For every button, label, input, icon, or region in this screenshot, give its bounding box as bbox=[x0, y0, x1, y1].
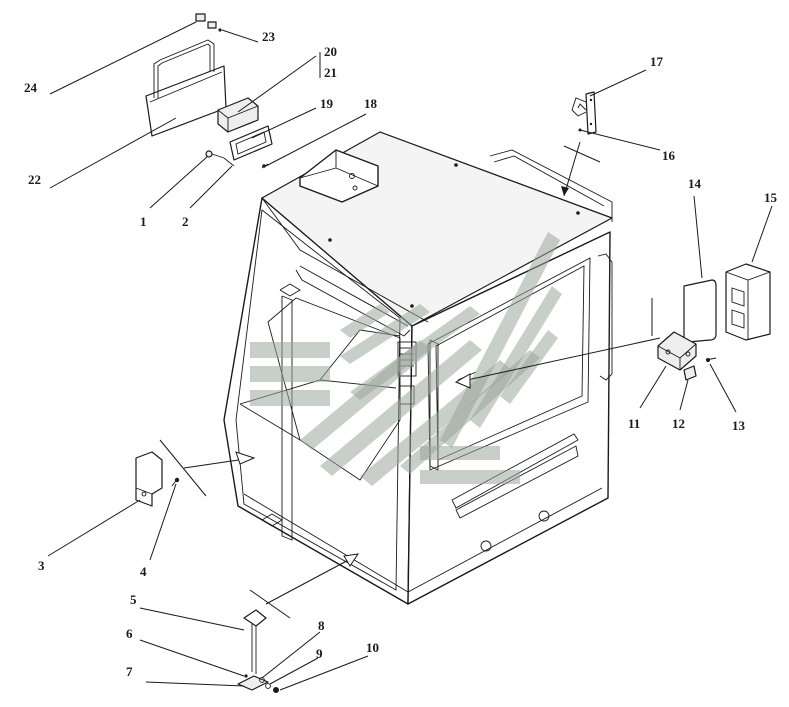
part-11-block bbox=[657, 331, 697, 371]
callout-20: 20 bbox=[324, 44, 337, 59]
callout-17: 17 bbox=[650, 54, 664, 69]
callout-10: 10 bbox=[366, 640, 379, 655]
callout-24: 24 bbox=[24, 80, 38, 95]
part-1-connector bbox=[205, 150, 235, 167]
callout-2: 2 bbox=[182, 214, 189, 229]
leader-lines bbox=[47, 21, 773, 691]
part-7-foot-plate bbox=[237, 674, 269, 691]
callout-9: 9 bbox=[316, 646, 323, 661]
callout-21: 21 bbox=[324, 65, 337, 80]
part-3-bracket bbox=[135, 451, 163, 507]
callout-18: 18 bbox=[364, 96, 378, 111]
callout-16: 16 bbox=[662, 148, 676, 163]
callout-8: 8 bbox=[318, 618, 325, 633]
callout-19: 19 bbox=[320, 96, 334, 111]
callout-5: 5 bbox=[130, 592, 137, 607]
part-24-visor-rod bbox=[153, 39, 215, 98]
callout-23: 23 bbox=[262, 29, 276, 44]
part-5-support bbox=[243, 609, 267, 674]
part-23-clip bbox=[195, 13, 222, 32]
part-14-cover bbox=[683, 279, 717, 343]
part-15-housing bbox=[725, 263, 771, 341]
watermark-logo bbox=[250, 232, 562, 486]
callout-1: 1 bbox=[140, 214, 147, 229]
callout-15: 15 bbox=[764, 190, 778, 205]
callout-22: 22 bbox=[28, 172, 41, 187]
callout-6: 6 bbox=[126, 626, 133, 641]
callout-labels: 24 23 20 21 19 18 22 1 2 17 16 14 15 11 … bbox=[24, 29, 778, 679]
callout-13: 13 bbox=[732, 418, 746, 433]
callout-3: 3 bbox=[38, 558, 45, 573]
part-20-lamp-block bbox=[217, 97, 259, 133]
part-12-plate bbox=[683, 365, 697, 381]
part-18-screw bbox=[261, 163, 269, 169]
part-13-screw bbox=[705, 357, 717, 362]
callout-11: 11 bbox=[628, 416, 640, 431]
callout-4: 4 bbox=[140, 564, 147, 579]
part-4-bolt bbox=[171, 477, 180, 487]
callout-7: 7 bbox=[126, 664, 133, 679]
callout-12: 12 bbox=[672, 416, 685, 431]
part-17-hook-bracket bbox=[571, 91, 597, 135]
part-19-lamp-frame bbox=[229, 125, 273, 161]
callout-14: 14 bbox=[688, 176, 702, 191]
